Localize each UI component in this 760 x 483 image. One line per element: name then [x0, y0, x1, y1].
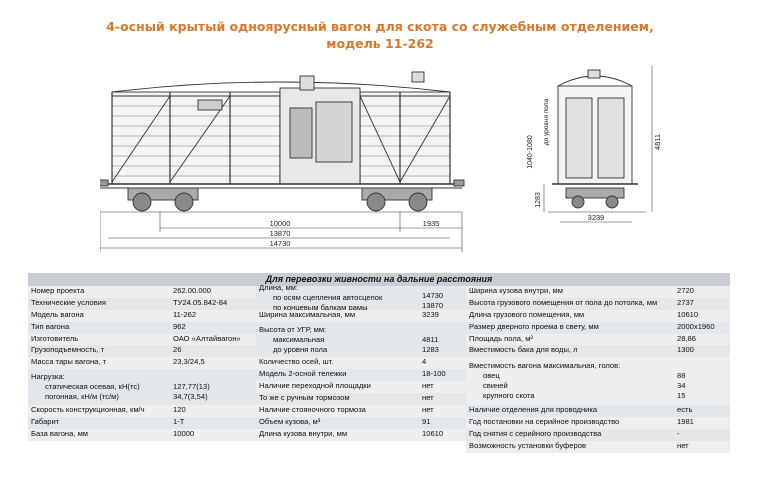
dim-14730: 14730	[270, 239, 291, 248]
page-title: 4-осный крытый одноярусный вагон для ско…	[0, 18, 760, 52]
table-row: Нагрузка: статическая осевая, кН(тс) пог…	[28, 369, 256, 405]
dim-1935: 1935	[423, 219, 440, 228]
table-row: Длина, мм: по осям сцепления автосцепок …	[256, 283, 466, 312]
title-line-2: модель 11-262	[326, 36, 434, 51]
table-row: Год снятия с серийного производства-	[466, 428, 730, 441]
table-header: Для перевозки живности на дальние рассто…	[28, 273, 730, 286]
table-row: Количество осей, шт.4	[256, 357, 466, 370]
dim-10000: 10000	[270, 219, 291, 228]
dim-3239: 3239	[588, 213, 605, 222]
table-row: Высота от УГР, мм: максимальная до уровн…	[256, 321, 466, 358]
title-line-1: 4-осный крытый одноярусный вагон для ско…	[106, 19, 654, 34]
spec-table: Для перевозки живности на дальние рассто…	[28, 273, 730, 453]
spec-column-2: Длина, мм: по осям сцепления автосцепок …	[256, 283, 466, 453]
dim-13870: 13870	[270, 229, 291, 238]
dim-4811: 4811	[653, 134, 662, 150]
dim-1040-1080: 1040-1080	[527, 135, 534, 169]
table-row: Высота грузового помещения от пола до по…	[466, 297, 730, 310]
wagon-drawing: 10000 1935 13870 14730 3239 4811 1283 10…	[100, 66, 662, 252]
dim-floor-level-label: до уровня пола	[543, 98, 550, 145]
dim-1283: 1283	[535, 192, 542, 208]
table-row: Вместимость вагона максимальная, голов: …	[466, 357, 730, 405]
